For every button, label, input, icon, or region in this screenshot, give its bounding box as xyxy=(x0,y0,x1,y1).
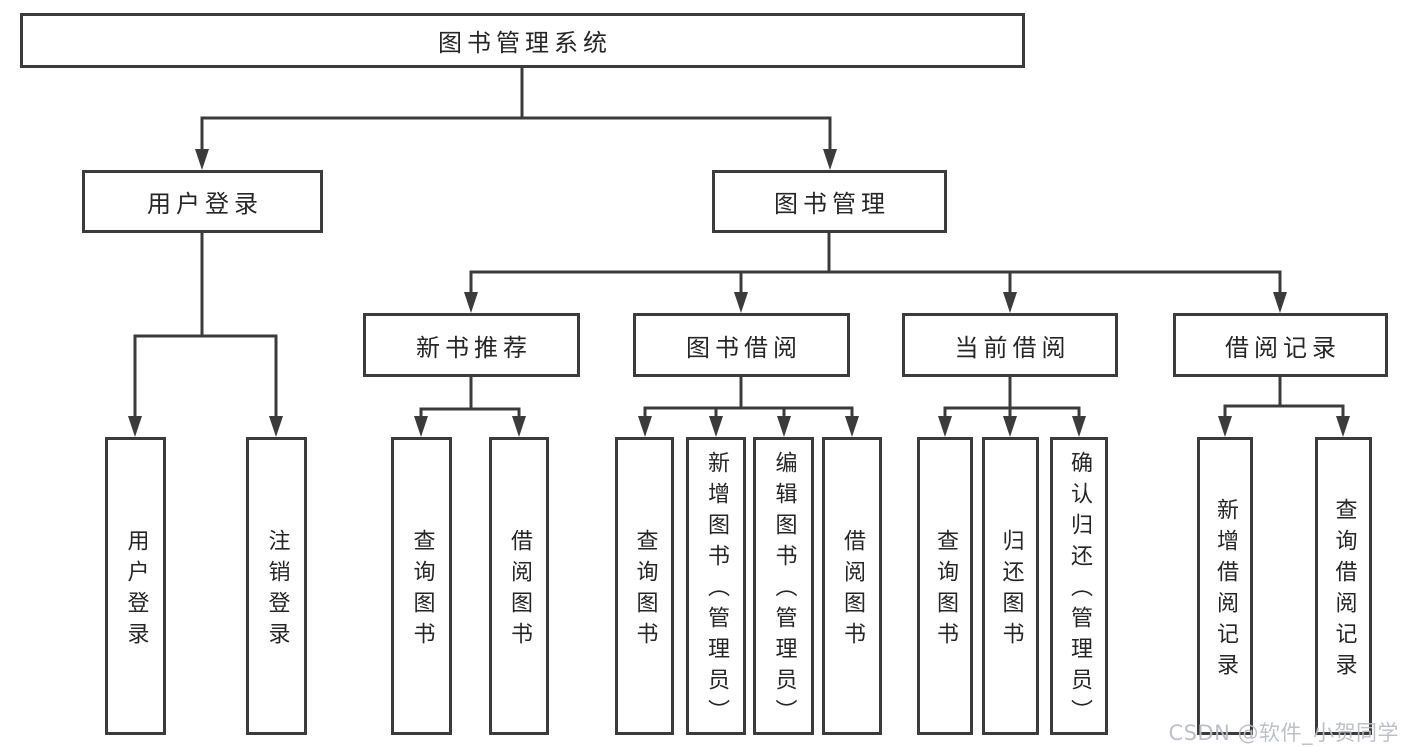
leaf-query-books-current: 查询图书 xyxy=(917,437,973,735)
node-current-borrow: 当前借阅 xyxy=(902,313,1118,377)
connector-user-login-children xyxy=(128,233,283,437)
csdn-watermark: CSDN @软件_小贺同学 xyxy=(1168,721,1399,745)
leaf-user-login: 用户登录 xyxy=(105,437,166,735)
leaf-borrow-books: 借阅图书 xyxy=(822,437,882,735)
node-label: 图书管理系统 xyxy=(438,29,612,57)
node-label: 新增图书（管理员） xyxy=(704,451,729,730)
node-user-login: 用户登录 xyxy=(82,170,323,233)
node-new-book-recommend: 新书推荐 xyxy=(363,313,580,377)
node-label: 查询借阅记录 xyxy=(1331,497,1357,684)
leaf-return-books: 归还图书 xyxy=(982,437,1039,735)
node-label: 归还图书 xyxy=(998,528,1024,653)
leaf-borrow-books-recommend: 借阅图书 xyxy=(489,437,549,735)
node-label: 用户登录 xyxy=(147,190,263,218)
node-label: 确认归还（管理员） xyxy=(1067,451,1092,730)
connector-new-book-children xyxy=(414,377,526,437)
node-label: 查询图书 xyxy=(632,528,658,653)
node-label: 当前借阅 xyxy=(954,333,1071,362)
node-root-library-system: 图书管理系统 xyxy=(20,13,1025,68)
node-book-borrow: 图书借阅 xyxy=(633,313,850,377)
node-label: 图书借阅 xyxy=(686,333,802,362)
leaf-query-books-recommend: 查询图书 xyxy=(391,437,452,735)
node-borrow-record: 借阅记录 xyxy=(1173,313,1388,377)
leaf-add-borrow-record: 新增借阅记录 xyxy=(1197,437,1253,735)
node-label: 新增借阅记录 xyxy=(1213,497,1238,684)
node-label: 借阅图书 xyxy=(840,528,865,653)
connector-book-borrow-children xyxy=(638,377,859,437)
leaf-query-books-borrow: 查询图书 xyxy=(615,437,674,735)
node-label: 借阅记录 xyxy=(1225,333,1341,362)
connector-book-mgmt-children xyxy=(464,233,1287,313)
leaf-confirm-return-admin: 确认归还（管理员） xyxy=(1050,437,1108,735)
node-label: 查询图书 xyxy=(933,528,958,653)
connector-root-to-level2 xyxy=(195,68,837,170)
node-book-management: 图书管理 xyxy=(712,170,947,233)
leaf-add-books-admin: 新增图书（管理员） xyxy=(686,437,746,735)
node-label: 用户登录 xyxy=(123,528,149,653)
leaf-logout: 注销登录 xyxy=(246,437,307,735)
node-label: 注销登录 xyxy=(264,528,290,653)
node-label: 查询图书 xyxy=(409,528,435,653)
connector-current-borrow-children xyxy=(938,377,1086,437)
leaf-query-borrow-record: 查询借阅记录 xyxy=(1315,437,1372,735)
node-label: 新书推荐 xyxy=(416,333,532,362)
node-label: 编辑图书（管理员） xyxy=(771,451,797,730)
node-label: 借阅图书 xyxy=(507,528,532,653)
node-label: 图书管理 xyxy=(774,190,890,218)
leaf-edit-books-admin: 编辑图书（管理员） xyxy=(753,437,814,735)
connector-borrow-record-children xyxy=(1218,377,1350,437)
